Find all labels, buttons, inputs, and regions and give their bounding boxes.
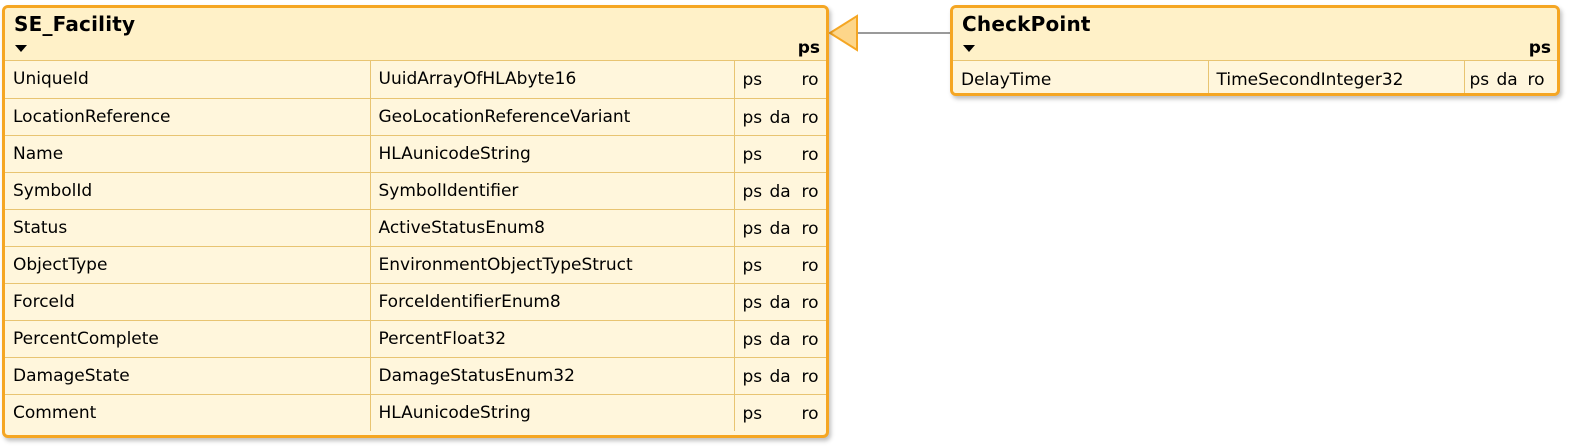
flag-ro: ro xyxy=(1527,70,1545,90)
inheritance-arrowhead[interactable] xyxy=(828,14,858,52)
attribute-name[interactable]: SymbolId xyxy=(5,172,371,210)
attribute-type[interactable]: ForceIdentifierEnum8 xyxy=(370,283,735,321)
flag-da: da xyxy=(769,218,791,239)
attribute-type[interactable]: EnvironmentObjectTypeStruct xyxy=(370,246,735,284)
attribute-name[interactable]: ForceId xyxy=(5,283,371,321)
attribute-flags[interactable]: ps ro xyxy=(734,61,826,99)
attribute-name[interactable]: ObjectType xyxy=(5,246,371,284)
attribute-flags[interactable]: ps ro xyxy=(734,246,826,284)
attribute-name[interactable]: UniqueId xyxy=(5,61,371,99)
flag-ps: ps xyxy=(742,107,763,128)
collapse-triangle-icon[interactable] xyxy=(963,45,975,52)
class-name: CheckPoint xyxy=(962,12,1091,36)
attribute-name[interactable]: DamageState xyxy=(5,357,371,395)
flag-ro: ro xyxy=(801,181,819,202)
attribute-name[interactable]: Comment xyxy=(5,394,371,431)
attribute-type[interactable]: TimeSecondInteger32 xyxy=(1208,61,1465,93)
flag-ro: ro xyxy=(801,292,819,313)
flag-ro: ro xyxy=(801,70,819,90)
flag-da: da xyxy=(769,292,791,313)
flag-ro: ro xyxy=(801,403,819,424)
flag-da: da xyxy=(1496,70,1518,90)
attribute-name[interactable]: DelayTime xyxy=(953,61,1209,93)
class-flags: ps xyxy=(797,38,820,58)
attribute-type[interactable]: SymbolIdentifier xyxy=(370,172,735,210)
attribute-name[interactable]: Name xyxy=(5,135,371,173)
flag-ps: ps xyxy=(742,70,763,90)
flag-ro: ro xyxy=(801,144,819,165)
attribute-type[interactable]: GeoLocationReferenceVariant xyxy=(370,98,735,136)
flag-ro: ro xyxy=(801,107,819,128)
collapse-triangle-icon[interactable] xyxy=(15,45,27,52)
flag-ps: ps xyxy=(742,403,763,424)
flag-da: da xyxy=(769,366,791,387)
flag-da: da xyxy=(769,181,791,202)
attribute-type[interactable]: ActiveStatusEnum8 xyxy=(370,209,735,247)
attribute-type[interactable]: PercentFloat32 xyxy=(370,320,735,358)
attribute-name[interactable]: Status xyxy=(5,209,371,247)
flag-ps: ps xyxy=(742,144,763,165)
class-header[interactable]: CheckPoint ps xyxy=(953,8,1557,61)
flag-ro: ro xyxy=(801,218,819,239)
attribute-type[interactable]: UuidArrayOfHLAbyte16 xyxy=(370,61,735,99)
attribute-type[interactable]: HLAunicodeString xyxy=(370,135,735,173)
flag-da: da xyxy=(769,107,791,128)
flag-ps: ps xyxy=(742,181,763,202)
flag-ro: ro xyxy=(801,255,819,276)
class-flags: ps xyxy=(1528,38,1551,58)
attribute-type[interactable]: HLAunicodeString xyxy=(370,394,735,431)
flag-ps: ps xyxy=(742,255,763,276)
flag-ps: ps xyxy=(742,366,763,387)
flag-ro: ro xyxy=(801,329,819,350)
attribute-flags[interactable]: ps ro xyxy=(734,135,826,173)
flag-ps: ps xyxy=(742,329,763,350)
flag-ro: ro xyxy=(801,366,819,387)
flag-da: da xyxy=(769,329,791,350)
attribute-name[interactable]: PercentComplete xyxy=(5,320,371,358)
flag-ps: ps xyxy=(1469,70,1490,90)
flag-ps: ps xyxy=(742,218,763,239)
flag-ps: ps xyxy=(742,292,763,313)
attribute-name[interactable]: LocationReference xyxy=(5,98,371,136)
attribute-flags[interactable]: ps ro xyxy=(734,394,826,431)
class-name: SE_Facility xyxy=(14,12,136,36)
class-header[interactable]: SE_Facility ps xyxy=(5,8,826,61)
attribute-type[interactable]: DamageStatusEnum32 xyxy=(370,357,735,395)
